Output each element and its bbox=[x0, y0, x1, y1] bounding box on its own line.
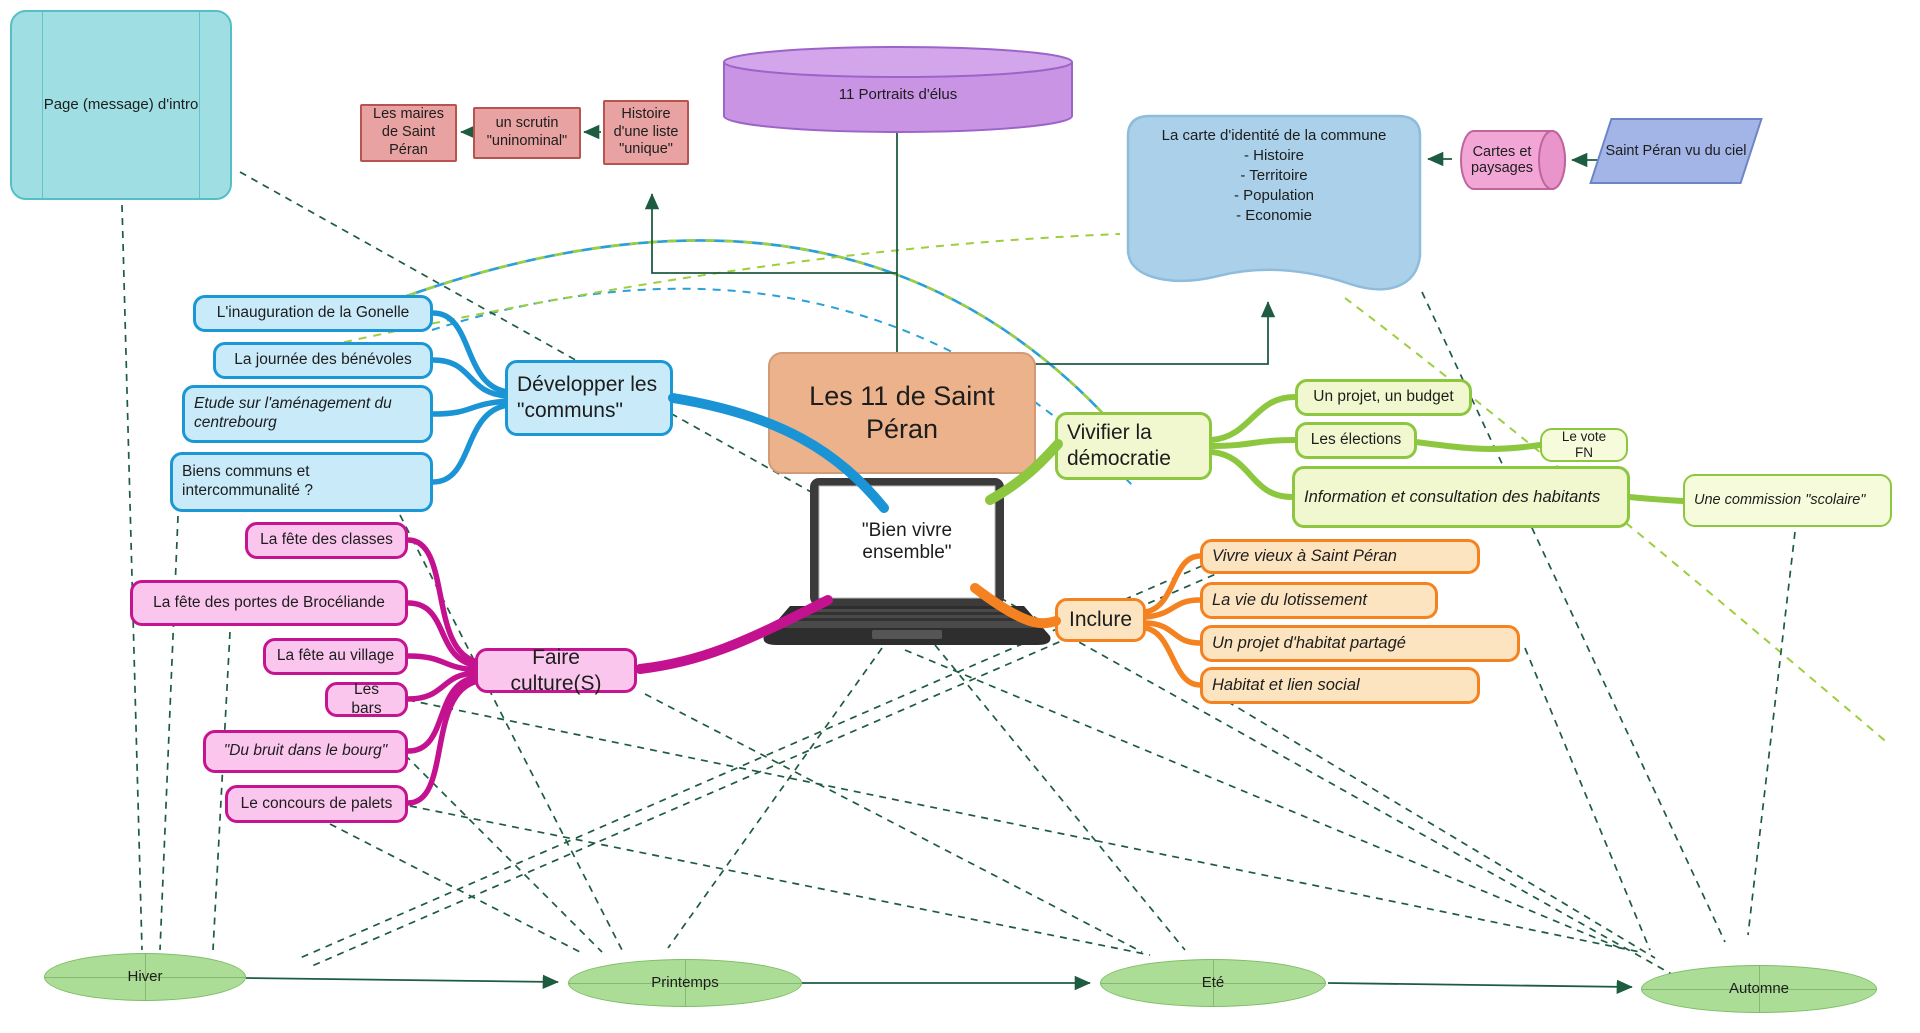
branch-inclure-label: Inclure bbox=[1068, 608, 1133, 632]
node-histoire-liste[interactable]: Histoire d'une liste "unique" bbox=[603, 100, 689, 165]
flag-shape bbox=[1126, 114, 1422, 291]
communs-child-label: Biens communs et intercommunalité ? bbox=[182, 463, 313, 499]
portraits-label: 11 Portraits d'élus bbox=[838, 85, 958, 103]
node-portraits[interactable]: 11 Portraits d'élus bbox=[718, 42, 1078, 137]
node-season-hiver[interactable]: Hiver bbox=[44, 953, 246, 1001]
communs-child-links bbox=[430, 310, 511, 485]
node-culture-child[interactable]: La fête des classes bbox=[245, 522, 408, 559]
inclure-child-label: La vie du lotissement bbox=[1212, 591, 1368, 610]
node-inclure-child[interactable]: Habitat et lien social bbox=[1200, 667, 1480, 704]
inclure-child-links bbox=[1143, 553, 1203, 688]
node-laptop[interactable]: "Bien vivre ensemble" bbox=[762, 478, 1052, 648]
node-inclure-child[interactable]: Un projet d'habitat partagé bbox=[1200, 625, 1520, 662]
inclure-child-label: Habitat et lien social bbox=[1212, 676, 1360, 695]
laptop-screen-label: "Bien vivre ensemble" bbox=[861, 520, 953, 563]
carte-title: La carte d'identité de la commune bbox=[1161, 126, 1387, 144]
node-culture-child[interactable]: La fête des portes de Brocéliande bbox=[130, 580, 408, 626]
culture-child-links bbox=[405, 537, 481, 806]
vu-du-ciel-label: Saint Péran vu du ciel bbox=[1605, 143, 1747, 159]
democratie-child-label: Un projet, un budget bbox=[1313, 388, 1454, 406]
central-topic-label: Les 11 de Saint Péran bbox=[809, 381, 995, 444]
node-communs-child[interactable]: Biens communs et intercommunalité ? bbox=[170, 452, 433, 512]
node-communs-child[interactable]: L'inauguration de la Gonelle bbox=[193, 295, 433, 332]
commission-label: Une commission "scolaire" bbox=[1694, 491, 1866, 508]
node-cartes-paysages[interactable]: Cartes et paysages bbox=[1452, 128, 1570, 192]
democratie-child-label: Information et consultation des habitant… bbox=[1304, 487, 1601, 506]
carte-item: - Histoire bbox=[1243, 147, 1304, 165]
communs-child-label: Etude sur l'aménagement du centrebourg bbox=[194, 395, 392, 431]
carte-item: - Economie bbox=[1236, 207, 1312, 225]
histoire-liste-label: Histoire d'une liste "unique" bbox=[613, 105, 679, 158]
node-branch-communs[interactable]: Développer les "communs" bbox=[505, 360, 673, 436]
culture-child-label: Le concours de palets bbox=[240, 794, 393, 812]
node-season-printemps[interactable]: Printemps bbox=[568, 959, 802, 1007]
communs-child-label: La journée des bénévoles bbox=[234, 351, 412, 369]
node-culture-child[interactable]: Les bars bbox=[325, 680, 408, 717]
season-label: Eté bbox=[1201, 973, 1225, 991]
node-branch-inclure[interactable]: Inclure bbox=[1055, 598, 1146, 642]
culture-child-label: Les bars bbox=[351, 680, 382, 717]
intro-page-label: Page (message) d'intro bbox=[43, 95, 199, 113]
inclure-child-label: Un projet d'habitat partagé bbox=[1212, 634, 1406, 653]
inclure-child-label: Vivre vieux à Saint Péran bbox=[1212, 547, 1397, 566]
node-scrutin[interactable]: un scrutin "uninominal" bbox=[473, 107, 581, 159]
culture-child-label: "Du bruit dans le bourg" bbox=[223, 742, 388, 760]
democratie-child-label: Les élections bbox=[1310, 431, 1402, 449]
node-culture-child[interactable]: Le concours de palets bbox=[225, 785, 408, 823]
cylinder-shape bbox=[723, 46, 1073, 133]
node-culture-child[interactable]: La fête au village bbox=[263, 638, 408, 675]
culture-child-label: La fête au village bbox=[276, 647, 395, 665]
node-inclure-child[interactable]: La vie du lotissement bbox=[1200, 582, 1438, 619]
node-democratie-child[interactable]: Un projet, un budget bbox=[1295, 379, 1472, 416]
vote-fn-label: Le vote FN bbox=[1561, 428, 1607, 460]
node-central-topic[interactable]: Les 11 de Saint Péran bbox=[768, 352, 1036, 474]
node-commission[interactable]: Une commission "scolaire" bbox=[1683, 474, 1892, 527]
node-intro-page[interactable]: Page (message) d'intro bbox=[10, 10, 232, 200]
node-communs-child[interactable]: Etude sur l'aménagement du centrebourg bbox=[182, 385, 433, 443]
node-carte-identite[interactable]: La carte d'identité de la commune - Hist… bbox=[1118, 104, 1430, 302]
culture-child-label: La fête des classes bbox=[260, 531, 393, 549]
node-branch-culture[interactable]: Faire culture(S) bbox=[475, 645, 637, 695]
carte-item: - Territoire bbox=[1240, 167, 1308, 185]
node-democratie-child[interactable]: Les élections bbox=[1295, 422, 1417, 459]
scrutin-label: un scrutin "uninominal" bbox=[486, 115, 568, 149]
season-label: Automne bbox=[1728, 979, 1790, 997]
node-democratie-child[interactable]: Information et consultation des habitant… bbox=[1292, 466, 1630, 528]
node-vote-fn[interactable]: Le vote FN bbox=[1540, 428, 1628, 462]
season-label: Hiver bbox=[127, 967, 163, 985]
node-vu-du-ciel[interactable]: Saint Péran vu du ciel bbox=[1589, 118, 1763, 184]
culture-child-label: La fête des portes de Brocéliande bbox=[153, 593, 385, 611]
node-maires[interactable]: Les maires de Saint Péran bbox=[360, 104, 457, 162]
maires-label: Les maires de Saint Péran bbox=[373, 106, 444, 158]
communs-child-label: L'inauguration de la Gonelle bbox=[216, 304, 410, 322]
node-communs-child[interactable]: La journée des bénévoles bbox=[213, 342, 433, 379]
branch-democratie-label: Vivifier la démocratie bbox=[1067, 421, 1171, 470]
node-season-automne[interactable]: Automne bbox=[1641, 965, 1877, 1013]
carte-item: - Population bbox=[1233, 187, 1315, 205]
cartes-paysages-label: Cartes et paysages bbox=[1470, 144, 1534, 176]
branch-culture-label: Faire culture(S) bbox=[510, 645, 602, 695]
node-season-ete[interactable]: Eté bbox=[1100, 959, 1326, 1007]
cylinder-shape bbox=[1460, 130, 1566, 190]
node-culture-child[interactable]: "Du bruit dans le bourg" bbox=[203, 730, 408, 773]
node-branch-democratie[interactable]: Vivifier la démocratie bbox=[1055, 412, 1212, 480]
node-inclure-child[interactable]: Vivre vieux à Saint Péran bbox=[1200, 539, 1480, 574]
branch-communs-label: Développer les "communs" bbox=[517, 373, 658, 422]
season-label: Printemps bbox=[651, 973, 719, 991]
